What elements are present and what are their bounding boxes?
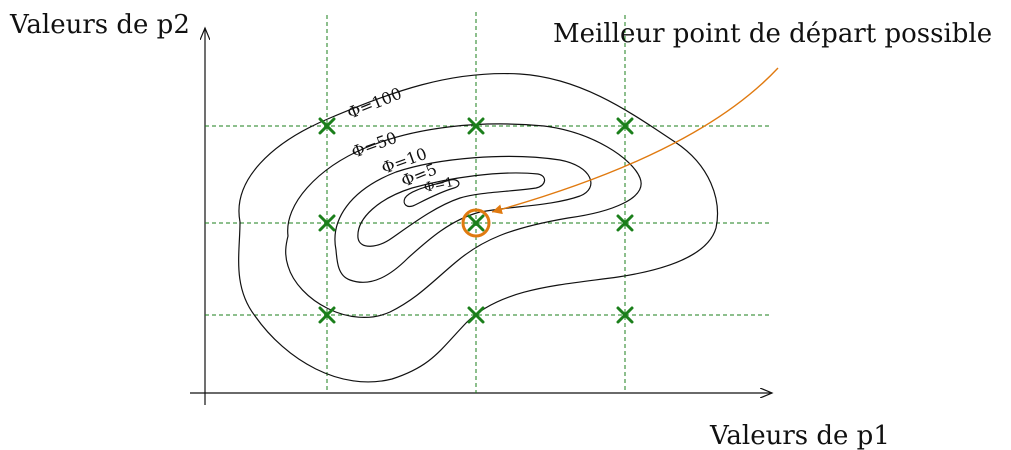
grid-point-marker [318, 214, 336, 232]
grid-point-marker [318, 306, 336, 324]
grid-point-marker [467, 117, 485, 135]
grid-point-marker [467, 306, 485, 324]
contour-phi-5 [357, 172, 546, 247]
grid-point-marker [318, 117, 336, 135]
y-axis-label: Valeurs de p2 [9, 10, 190, 40]
x-axis-label: Valeurs de p1 [709, 421, 890, 450]
grid-point-marker [616, 306, 634, 324]
contour-label-phi-1: Φ=1 [423, 175, 455, 196]
grid-point-marker [616, 117, 634, 135]
annotation-arrow [491, 67, 779, 215]
contour-phi-50 [285, 123, 642, 318]
grid-points [318, 117, 634, 324]
contour-phi-1 [403, 179, 460, 208]
contour-phi-100 [238, 72, 719, 383]
contour-label-phi-100: Φ=100 [344, 84, 404, 123]
best-point-highlight [461, 208, 491, 238]
grid-point-marker [467, 214, 485, 232]
annotation-text: Meilleur point de départ possible [553, 19, 992, 49]
contour-phi-10 [334, 155, 592, 283]
grid-point-marker [616, 214, 634, 232]
